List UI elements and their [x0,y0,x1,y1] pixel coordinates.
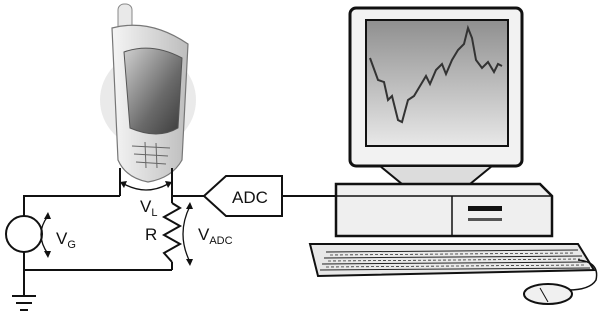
resistor-icon [161,202,183,263]
vadc-label: VADC [198,225,233,247]
r-label: R [145,225,157,244]
ground-symbol-icon [12,295,36,311]
vl-arrow [120,181,172,191]
vl-label: VL [140,197,157,219]
desktop-computer-icon [308,6,598,305]
voltage-source-icon [5,215,43,253]
adc-label: ADC [232,188,268,207]
vg-arrow [40,212,51,258]
mobile-phone-icon [100,3,196,183]
vadc-arrow [182,202,193,266]
vg-label: VG [56,229,76,251]
circuit-wiring [23,168,340,296]
adc-block: ADC [202,175,283,217]
